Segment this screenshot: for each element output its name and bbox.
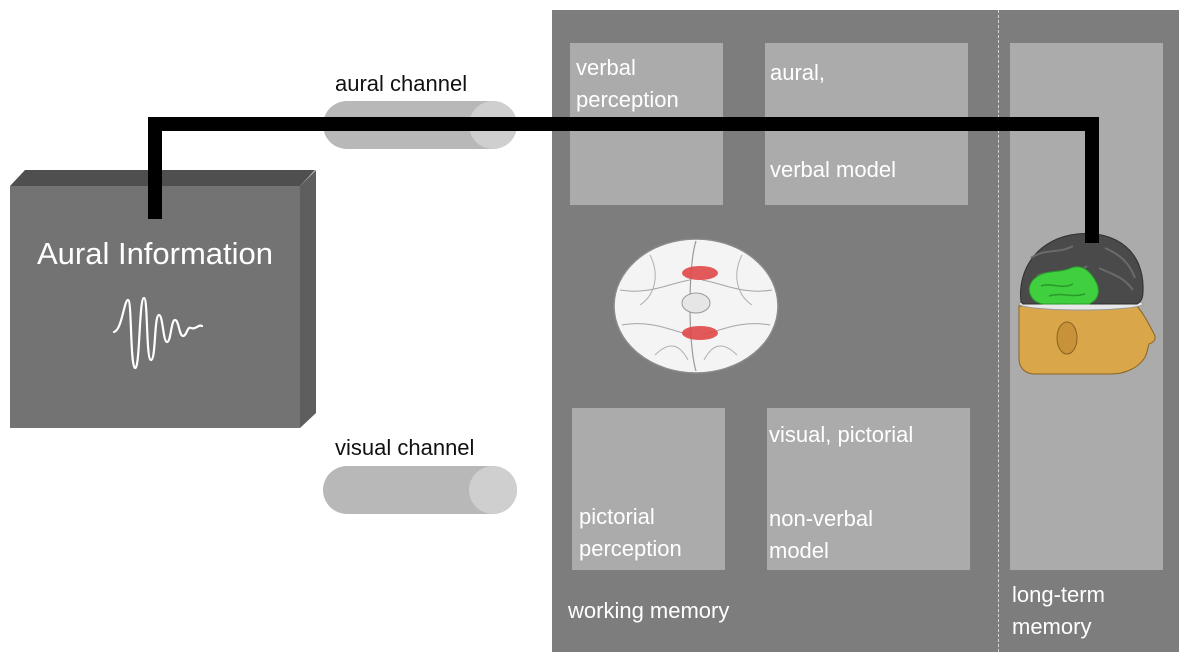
verbal-model-bottom: verbal model <box>770 157 896 182</box>
pictorial-perception-line2: perception <box>579 536 682 561</box>
long-term-memory-line2: memory <box>1012 614 1092 639</box>
brain-scan-icon <box>613 238 779 374</box>
aural-information-box-top <box>10 170 315 186</box>
sound-wave-icon <box>112 296 204 370</box>
working-memory-label: working memory <box>568 598 730 623</box>
aural-channel-label: aural channel <box>335 71 468 96</box>
connector-line-drop <box>148 117 162 219</box>
memory-divider <box>998 10 999 652</box>
nonverbal-model-line1: non-verbal <box>769 506 873 531</box>
aural-information-box-side <box>300 170 316 428</box>
pictorial-perception-cell <box>572 408 725 570</box>
connector-line-to-long-term <box>1085 117 1099 243</box>
head-with-brain-icon <box>1018 233 1156 375</box>
verbal-perception-line1: verbal <box>576 55 636 80</box>
nonverbal-model-cell <box>767 408 970 570</box>
visual-channel-pipe-end <box>469 466 517 514</box>
verbal-perception-line2: perception <box>576 87 679 112</box>
connector-line-horizontal <box>148 117 1099 131</box>
visual-channel-label: visual channel <box>335 435 475 460</box>
nonverbal-model-top: visual, pictorial <box>769 422 914 447</box>
verbal-model-top: aural, <box>770 60 826 85</box>
pictorial-perception-line1: pictorial <box>579 504 655 529</box>
long-term-memory-line1: long-term <box>1012 582 1105 607</box>
aural-information-box <box>10 186 300 428</box>
aural-information-label: Aural Information <box>36 236 274 271</box>
nonverbal-model-line2: model <box>769 538 829 563</box>
